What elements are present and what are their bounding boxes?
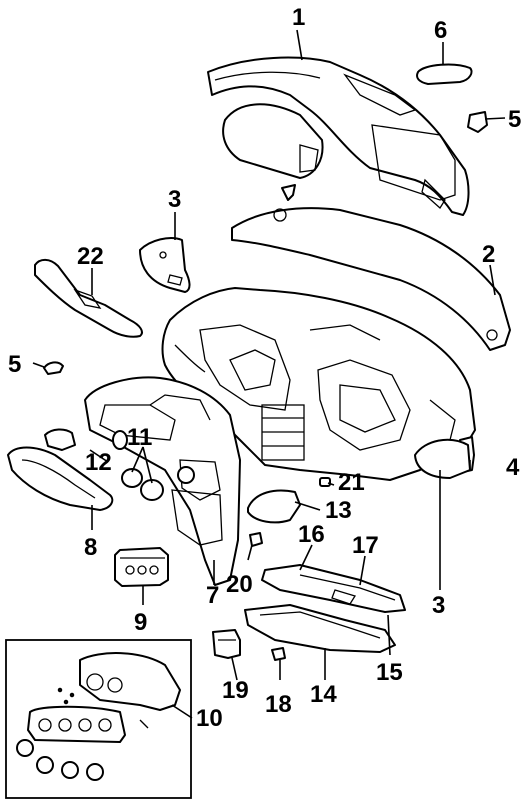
callout-21: 21: [338, 469, 365, 496]
part-5-clip-right: [467, 111, 488, 133]
callout-12: 12: [85, 449, 112, 476]
part-3-end-cap-left: [139, 237, 191, 293]
part-9-control-bezel: [114, 547, 169, 587]
part-3-end-cap-right: [414, 438, 471, 479]
part-1-gauge-hood: [222, 103, 324, 179]
callout-15: 15: [376, 659, 403, 686]
callout-17: 17: [352, 532, 379, 559]
part-8-trim-bezel: [7, 446, 114, 511]
part-22-bezel-strip: [34, 258, 143, 338]
cluster-bezel: [84, 376, 241, 586]
part-6-trim-strip: [416, 63, 473, 85]
leader-lines: [32, 29, 506, 719]
callout-labels: 1 6 5 3 2 22 5 11 12 4 13 21 8 16 17 7 2…: [8, 4, 521, 732]
callout-13: 13: [325, 497, 352, 524]
part-1-upper-dash-cover: [207, 56, 470, 216]
callout-7: 7: [206, 582, 219, 609]
callout-9: 9: [134, 609, 147, 636]
callout-2: 2: [482, 241, 495, 268]
part-19-switch: [212, 629, 241, 659]
callout-8: 8: [84, 534, 97, 561]
part-13-vent-bezel: [247, 489, 301, 524]
part-12-cover: [44, 428, 76, 451]
callout-14: 14: [310, 681, 337, 708]
part-16-17-glove-box: [261, 564, 406, 613]
callout-18: 18: [265, 691, 292, 718]
part-5-clip-left: [43, 361, 64, 375]
callout-10: 10: [196, 705, 223, 732]
part-21-clip: [319, 477, 331, 487]
part-18-clip: [271, 647, 286, 661]
callout-4: 4: [506, 454, 520, 481]
callout-20: 20: [226, 571, 253, 598]
callout-3-lower: 3: [432, 592, 445, 619]
part-11-knobs: [112, 430, 195, 501]
part-1-clip: [281, 184, 296, 201]
callout-22: 22: [77, 243, 104, 270]
part-10-inset: [5, 639, 192, 799]
callout-16: 16: [298, 521, 325, 548]
callout-11: 11: [127, 424, 152, 451]
callout-3-upper: 3: [168, 186, 181, 213]
callout-5-right: 5: [508, 106, 521, 133]
callout-5-left: 5: [8, 351, 21, 378]
callout-19: 19: [222, 677, 249, 704]
callout-1: 1: [292, 4, 305, 31]
part-14-15-lower-tray: [244, 604, 396, 653]
callout-6: 6: [434, 17, 447, 44]
part-2-dash-pad: [231, 207, 511, 351]
part-20-clip: [249, 532, 263, 547]
main-instrument-panel: [161, 287, 476, 481]
